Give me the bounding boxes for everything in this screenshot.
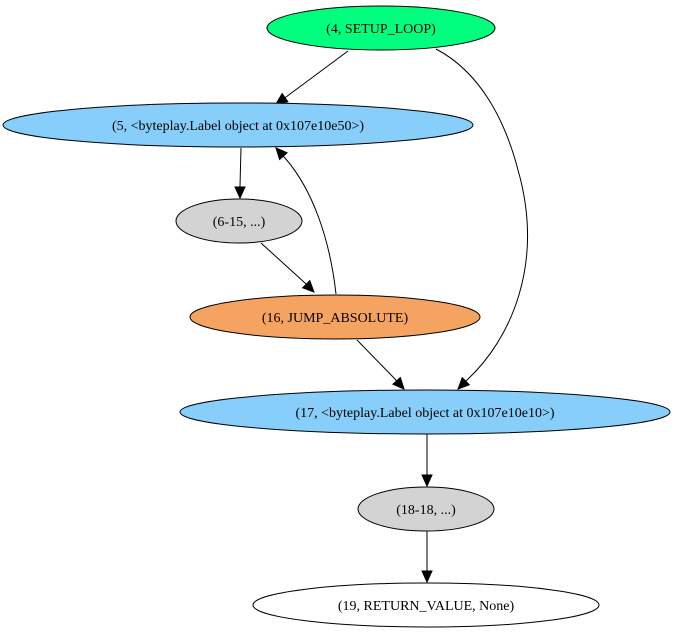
node-ellipse (266, 5, 496, 51)
node-label: (16, JUMP_ABSOLUTE) (262, 311, 409, 326)
edges-layer (234, 48, 528, 584)
node-ellipse (357, 486, 495, 532)
arrowhead-icon (457, 376, 471, 390)
nodes-layer: (4, SETUP_LOOP) (5, <byteplay.Label objec… (2, 5, 671, 628)
node-n18[interactable]: (18-18, ...) (357, 486, 495, 532)
node-n19[interactable]: (19, RETURN_VALUE, None) (252, 582, 600, 628)
node-ellipse (2, 102, 474, 148)
edge-line (275, 50, 349, 105)
node-n6[interactable]: (6-15, ...) (175, 198, 303, 244)
node-n5[interactable]: (5, <byteplay.Label object at 0x107e10e5… (2, 102, 474, 148)
edge-n16-to-n17 (356, 339, 405, 390)
edge-n16-to-n5 (275, 147, 337, 295)
arrowhead-icon (421, 570, 433, 584)
edge-n4-to-n17 (435, 48, 528, 390)
edge-n18-to-n19 (421, 531, 433, 584)
edge-n6-to-n16 (260, 242, 315, 293)
node-ellipse (252, 582, 600, 628)
node-label: (17, <byteplay.Label object at 0x107e10e… (295, 406, 554, 421)
edge-line (435, 48, 528, 390)
node-n4[interactable]: (4, SETUP_LOOP) (266, 5, 496, 51)
edge-n17-to-n18 (421, 434, 433, 488)
arrowhead-icon (275, 92, 289, 105)
node-n17[interactable]: (17, <byteplay.Label object at 0x107e10e… (179, 389, 671, 435)
node-ellipse (175, 198, 303, 244)
node-ellipse (189, 294, 481, 340)
arrowhead-icon (421, 474, 433, 488)
edge-n5-to-n6 (234, 147, 246, 200)
edge-n4-to-n5 (275, 50, 349, 105)
node-ellipse (179, 389, 671, 435)
node-label: (19, RETURN_VALUE, None) (338, 599, 515, 614)
arrowhead-icon (301, 279, 315, 293)
arrowhead-icon (392, 376, 405, 390)
arrowhead-icon (275, 147, 288, 161)
edge-line (275, 147, 337, 295)
node-label: (4, SETUP_LOOP) (326, 22, 436, 37)
node-label: (18-18, ...) (396, 503, 456, 518)
arrowhead-icon (234, 186, 246, 200)
node-n16[interactable]: (16, JUMP_ABSOLUTE) (189, 294, 481, 340)
node-label: (6-15, ...) (213, 215, 266, 230)
node-label: (5, <byteplay.Label object at 0x107e10e5… (112, 119, 364, 134)
